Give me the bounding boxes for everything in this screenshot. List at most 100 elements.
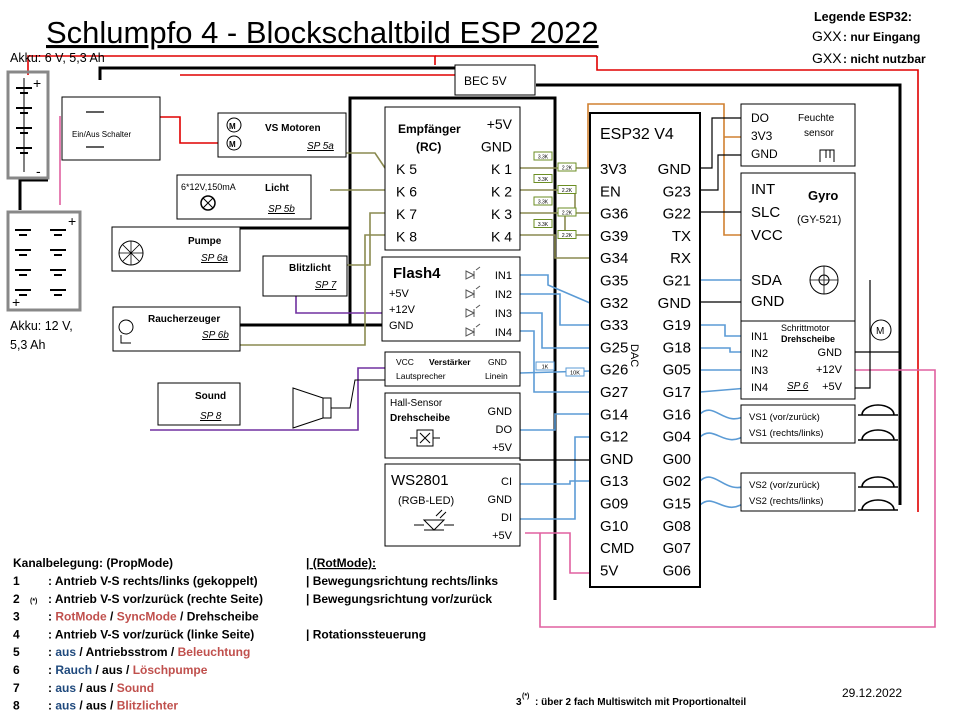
gyro-pin: SLC bbox=[751, 204, 780, 221]
receiver-title-1: Empfänger bbox=[398, 122, 461, 136]
esp32-pin-right: G16 bbox=[663, 406, 691, 423]
akku6-battery-icon: + - bbox=[6, 70, 50, 180]
gyro-model: (GY-521) bbox=[797, 214, 841, 226]
vs1-line-1: VS1 (vor/zurück) bbox=[749, 412, 820, 423]
turntable-title-1: Schrittmotor bbox=[781, 323, 830, 333]
channel-number: 2 bbox=[13, 592, 20, 606]
resistor-label: 2.2K bbox=[562, 211, 573, 217]
ws2801-pin: +5V bbox=[492, 530, 513, 542]
esp32-pin-right: G22 bbox=[663, 206, 691, 223]
esp32-pin-right: G05 bbox=[663, 362, 691, 379]
svg-text:+: + bbox=[68, 213, 76, 229]
esp32-dac: DAC bbox=[628, 344, 640, 367]
resistor-label: 2.2K bbox=[562, 233, 573, 239]
esp32-pin-left: G33 bbox=[600, 317, 628, 334]
channel-prop-part: : bbox=[48, 645, 55, 659]
hall-title-1: Hall-Sensor bbox=[390, 398, 443, 409]
licht-label: Licht bbox=[265, 183, 290, 194]
blue-wire-in2 bbox=[518, 293, 590, 326]
amp-linein: Linein bbox=[485, 371, 508, 381]
receiver-pin-left: K 5 bbox=[396, 161, 417, 177]
channel-prop-part: aus bbox=[55, 645, 76, 659]
channel-prop-part: Löschpumpe bbox=[133, 663, 208, 677]
flash4-pin-right: IN4 bbox=[495, 327, 512, 339]
licht-module: 6*12V,150mA Licht SP 5b bbox=[176, 174, 312, 220]
channel-number: 6 bbox=[13, 663, 20, 677]
esp32-pin-right: G02 bbox=[663, 473, 691, 490]
vs1-module: VS1 (vor/zurück) VS1 (rechts/links) bbox=[740, 404, 856, 444]
humidity-sensor-icon bbox=[819, 149, 835, 162]
esp32-board: ESP32 V4 DAC 3V3ENG36G39G34G35G32G33G25G… bbox=[589, 112, 701, 588]
vs2-line-2: VS2 (rechts/links) bbox=[749, 496, 823, 507]
resistor-icon bbox=[533, 151, 553, 161]
resistor-icon bbox=[565, 367, 585, 377]
speaker-icon bbox=[292, 379, 385, 429]
hall-title-2: Drehscheibe bbox=[390, 413, 450, 424]
flash4-pin-left: +5V bbox=[389, 288, 410, 300]
led-icon bbox=[465, 304, 481, 318]
on-off-switch[interactable]: Ein/Aus Schalter bbox=[61, 96, 161, 161]
esp32-pin-right: G21 bbox=[663, 273, 691, 290]
channel-prop-part: : bbox=[48, 663, 55, 677]
hall-sensor-icon bbox=[410, 429, 440, 447]
esp32-pin-left: CMD bbox=[600, 540, 634, 557]
esp32-pin-left: G14 bbox=[600, 406, 628, 423]
blue-wire-ci bbox=[518, 480, 590, 485]
gyro-icon bbox=[809, 265, 839, 295]
resistor-icon bbox=[533, 174, 553, 183]
channel-note: (*) bbox=[30, 598, 37, 605]
esp32-pin-left: G13 bbox=[600, 473, 628, 490]
blue-wire-g17 bbox=[699, 387, 749, 393]
black-bus-top bbox=[98, 66, 455, 80]
humidity-title-1: Feuchte bbox=[798, 113, 835, 124]
channel-prop-part: / Drehscheibe bbox=[177, 610, 259, 624]
resistor-label: 2.2K bbox=[562, 166, 573, 172]
channel-prop-text: : aus / aus / Blitzlichter bbox=[48, 699, 178, 713]
drive-motor-icon bbox=[858, 476, 898, 488]
receiver-pin-right: K 3 bbox=[491, 206, 512, 222]
legend-title: Legende ESP32: bbox=[814, 10, 912, 24]
receiver-pin-left: K 7 bbox=[396, 206, 417, 222]
pumpe-sp: SP 6a bbox=[201, 253, 228, 264]
bec-5v: BEC 5V bbox=[454, 64, 536, 96]
pink-wire-12v bbox=[539, 369, 936, 628]
ws2801-title-2: (RGB-LED) bbox=[398, 495, 454, 507]
esp32-pin-left: G34 bbox=[600, 250, 628, 267]
amp-vcc: VCC bbox=[396, 357, 414, 367]
blue-wire-hall bbox=[520, 413, 590, 431]
esp32-pin-left: 3V3 bbox=[600, 161, 627, 178]
esp32-pin-right: G06 bbox=[663, 562, 691, 579]
sound-module: Sound SP 8 bbox=[157, 382, 241, 426]
pumpe-module: Pumpe SP 6a bbox=[111, 226, 241, 272]
receiver-pin-right: K 1 bbox=[491, 161, 512, 177]
wire-k4 bbox=[518, 234, 590, 259]
ws2801-pin: GND bbox=[488, 494, 513, 506]
footnote-prefix: 3 bbox=[516, 697, 522, 708]
switch-label: Ein/Aus Schalter bbox=[72, 130, 131, 139]
led-icon bbox=[465, 285, 481, 299]
ws2801-pin: DI bbox=[501, 512, 512, 524]
channel-header-rot: | (RotMode): bbox=[306, 556, 376, 570]
legend-unusable-text: : nicht nutzbar bbox=[843, 52, 926, 66]
flash4-pin-right: IN1 bbox=[495, 270, 512, 282]
page-title: Schlumpfo 4 - Blockschaltbild ESP 2022 bbox=[46, 15, 599, 50]
esp32-pin-right: G07 bbox=[663, 540, 691, 557]
channel-prop-part: / aus / bbox=[92, 663, 133, 677]
esp32-pin-right: TX bbox=[672, 228, 691, 245]
turntable-pin-right: GND bbox=[818, 347, 843, 359]
humidity-title-2: sensor bbox=[804, 128, 835, 139]
esp32-pin-left: 5V bbox=[600, 562, 618, 579]
channel-table: Kanalbelegung: (PropMode) | (RotMode): 1… bbox=[13, 556, 498, 713]
ws2801-title-1: WS2801 bbox=[391, 472, 449, 489]
channel-number: 7 bbox=[13, 681, 20, 695]
channel-prop-part: : bbox=[48, 681, 55, 695]
gyro-pin: VCC bbox=[751, 227, 783, 244]
channel-rot-text: | Rotationssteuerung bbox=[306, 627, 426, 641]
smoke-generator-icon bbox=[118, 319, 134, 344]
